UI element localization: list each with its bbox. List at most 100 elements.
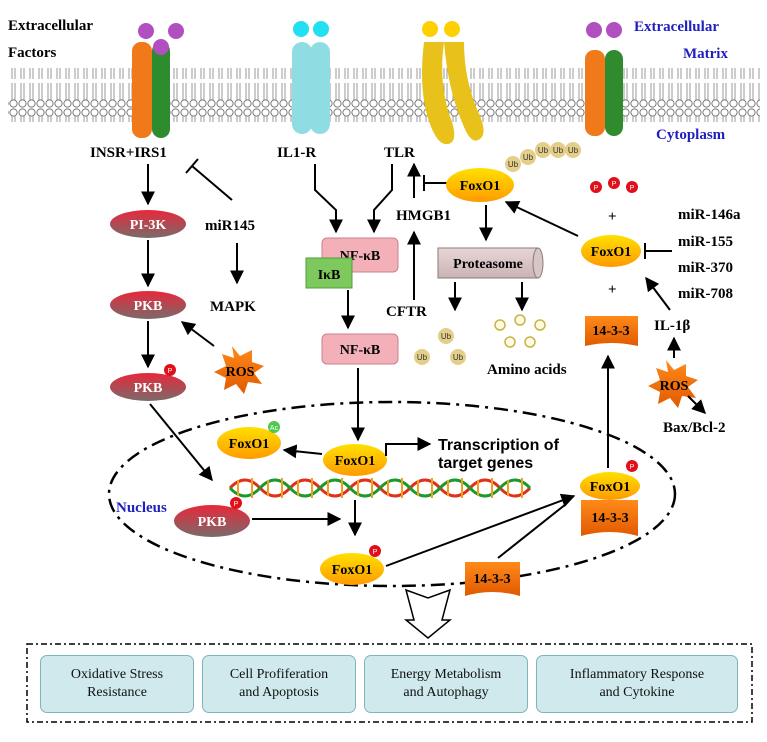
pkb-node [110,291,186,319]
svg-text:Ub: Ub [508,160,519,169]
extracellular-factors-line2: Factors [8,45,56,61]
arrow-il1b-foxo1 [645,276,671,311]
pkb-nuclear-node [174,505,250,537]
pkb-phospho-label: PKB [134,381,163,396]
hmgb1-label: HMGB1 [396,208,451,224]
fourteen33-free-node [585,316,638,346]
mirna-708: miR-708 [678,286,733,302]
nfkb-free-node [321,333,399,365]
nucleus-boundary [107,400,677,588]
extracellular-matrix-line1: Extracellular [634,19,719,35]
foxo1-phospho-node [320,553,384,585]
il1r-receptor [292,21,330,134]
phospho-p: P [630,464,635,471]
svg-text:Ub: Ub [568,146,579,155]
foxo1-nuclear-node [323,444,387,476]
outcome-cell-proliferation: Cell Profiferation and Apoptosis [202,655,356,713]
mirna-370: miR-370 [678,260,733,276]
inhibit-mir145-insr [191,165,233,201]
plus-top: + [608,209,617,225]
pi3k-node [110,210,186,238]
proteasome-label: Proteasome [453,257,523,272]
outcome-line: Inflammatory Response [569,667,705,682]
svg-text:Ub: Ub [417,353,428,362]
phospho-marker [230,497,242,509]
outcome-line: and Autophagy [403,685,489,700]
dna-helix [228,478,532,498]
extracellular-factors-line1: Extracellular [8,18,93,34]
insr-receptor [132,23,184,138]
arrow-ros-pkb [180,321,215,347]
arrow-foxo1p-complex [385,493,576,567]
pkb-label: PKB [134,299,163,314]
fourteen33-nuclear-label: 14-3-3 [473,572,510,587]
mirna-155: miR-155 [678,234,733,250]
outcome-line: and Apoptosis [239,685,319,700]
ecm-receptor [585,22,623,136]
nucleus-label: Nucleus [116,500,167,516]
mir145-label: miR145 [205,218,255,234]
outcome-arrow [403,588,453,639]
arrow-il1r-nfkb [314,164,343,234]
svg-text:P: P [594,185,599,192]
complex-14-3-3 [581,500,638,536]
transcription-line2: target genes [438,455,533,472]
nfkb-free-label: NF-κB [340,343,380,358]
ros-label-left: ROS [226,365,255,380]
foxo1-acetyl-node [217,427,281,459]
transcription-line1: Transcription of [438,437,560,454]
arrow-foxo1-transcription [385,437,432,456]
ros-star-right [648,360,698,408]
arrow-foxo1-acetylation [282,444,323,459]
foxo1-ub-node [446,168,514,202]
svg-text:Ub: Ub [441,332,452,341]
svg-text:P: P [612,181,617,188]
ros-star-left [214,346,264,394]
amino-acids-label: Amino acids [487,362,567,378]
ikb-node [305,257,353,289]
insr-irs1-label: INSR+IRS1 [90,145,167,161]
mirna-list: miR-146a miR-155 miR-370 miR-708 [678,207,741,302]
acetyl-ac: Ac [270,425,279,432]
proteasome-node [437,247,539,279]
free-phosphates: P P P [590,177,638,193]
tlr-receptor [422,21,484,145]
ubiquitin-chain: Ub Ub Ub Ub Ub [505,142,581,172]
foxo1-free-label: FoxO1 [591,245,631,260]
svg-text:Ub: Ub [553,146,564,155]
foxo1-phospho-label: FoxO1 [332,563,372,578]
ros-label-right: ROS [660,379,689,394]
phospho-p: P [373,549,378,556]
plus-bottom: + [608,282,617,298]
phospho-marker [626,460,638,472]
foxo1-ub-label: FoxO1 [460,179,500,194]
foxo1-acetyl-label: FoxO1 [229,437,269,452]
outcome-line: Energy Metabolism [390,667,502,682]
svg-text:Ub: Ub [538,146,549,155]
outcome-line: Resistance [87,685,147,700]
foxo1-free-node [581,235,641,267]
svg-text:P: P [630,185,635,192]
outcome-line: and Cytokine [599,685,675,700]
outcome-energy-metabolism: Energy Metabolism and Autophagy [364,655,528,713]
outcome-line: Cell Profiferation [229,667,329,682]
svg-text:Ub: Ub [523,153,534,162]
tlr-label: TLR [384,145,415,161]
phospho-marker [164,364,176,376]
complex-foxo1 [580,472,640,500]
amino-acid-dots [494,314,546,348]
svg-text:Ub: Ub [453,353,464,362]
arrow-pkb-nucleus [149,403,213,482]
pi3k-label: PI-3K [130,218,167,233]
mapk-label: MAPK [210,299,256,315]
il1r-label: IL1-R [277,145,316,161]
pkb-nuclear-label: PKB [198,515,227,530]
outcome-inflammatory-response: Inflammatory Response and Cytokine [536,655,738,713]
cell-membrane [8,68,760,122]
phospho-p: P [234,501,239,508]
phospho-marker [369,545,381,557]
foxo1-nuclear-label: FoxO1 [335,454,375,469]
arrow-ros-bax [687,395,706,414]
